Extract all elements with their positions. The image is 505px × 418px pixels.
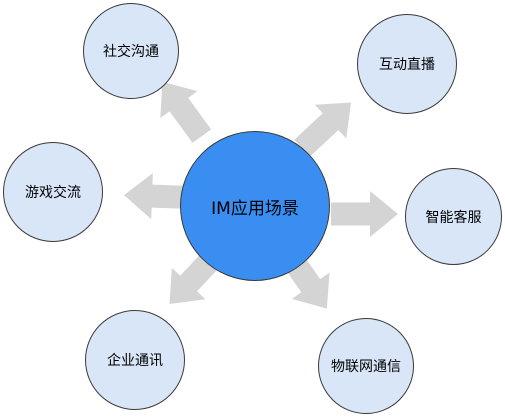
node-iot-label: 物联网通信 (331, 359, 401, 375)
arrow-to-social (160, 81, 212, 143)
node-live: 互动直播 (357, 14, 457, 114)
arrow-to-game (124, 173, 192, 220)
center-label: IM应用场景 (211, 198, 299, 219)
node-enterprise-label: 企业通讯 (107, 353, 163, 369)
node-live-label: 互动直播 (379, 57, 435, 73)
node-service: 智能客服 (405, 168, 502, 265)
node-iot: 物联网通信 (318, 318, 414, 414)
node-game-label: 游戏交流 (25, 185, 81, 201)
arrow-to-live (294, 102, 352, 157)
node-game: 游戏交流 (3, 142, 103, 242)
node-service-label: 智能客服 (425, 209, 482, 226)
node-enterprise: 企业通讯 (85, 310, 185, 410)
node-social-label: 社交沟通 (103, 44, 159, 60)
arrow-to-service (331, 191, 398, 237)
center-node: IM应用场景 (180, 131, 330, 281)
node-social: 社交沟通 (83, 3, 179, 99)
